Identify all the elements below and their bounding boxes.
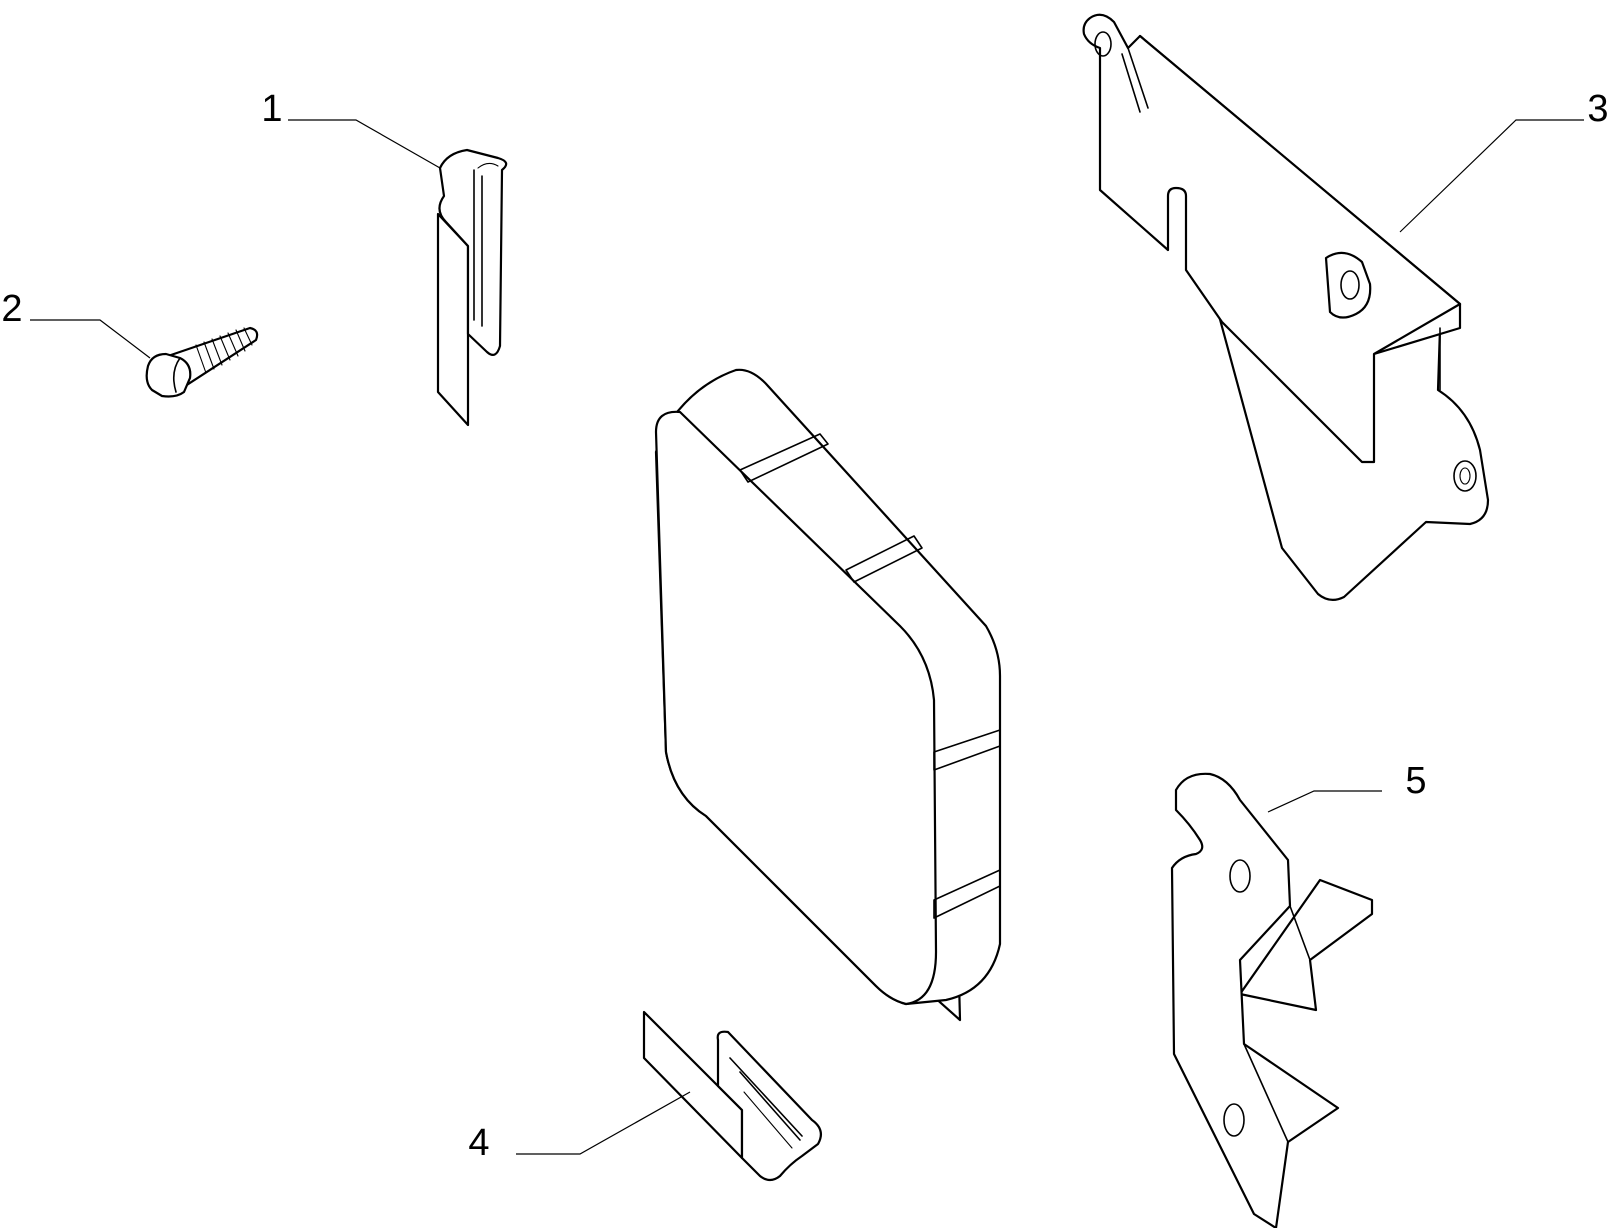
part-5-bracket — [1170, 772, 1374, 1228]
part-1-spring-clip — [436, 148, 508, 427]
callout-1: 1 — [261, 88, 282, 130]
leader-5 — [1267, 790, 1382, 813]
callout-2: 2 — [1, 288, 22, 330]
part-4-spring-clip — [642, 1010, 823, 1182]
callout-5: 5 — [1405, 760, 1426, 802]
callout-4: 4 — [468, 1122, 489, 1164]
part-3-mounting-bracket — [1082, 13, 1490, 601]
leader-2 — [30, 319, 151, 359]
leader-4 — [516, 1091, 691, 1155]
callout-3: 3 — [1587, 88, 1608, 130]
control-module-housing — [654, 368, 1002, 1022]
leader-1 — [288, 119, 441, 169]
leader-3 — [1399, 119, 1584, 233]
part-2-bolt — [145, 326, 259, 398]
leader-lines — [30, 119, 1584, 1155]
